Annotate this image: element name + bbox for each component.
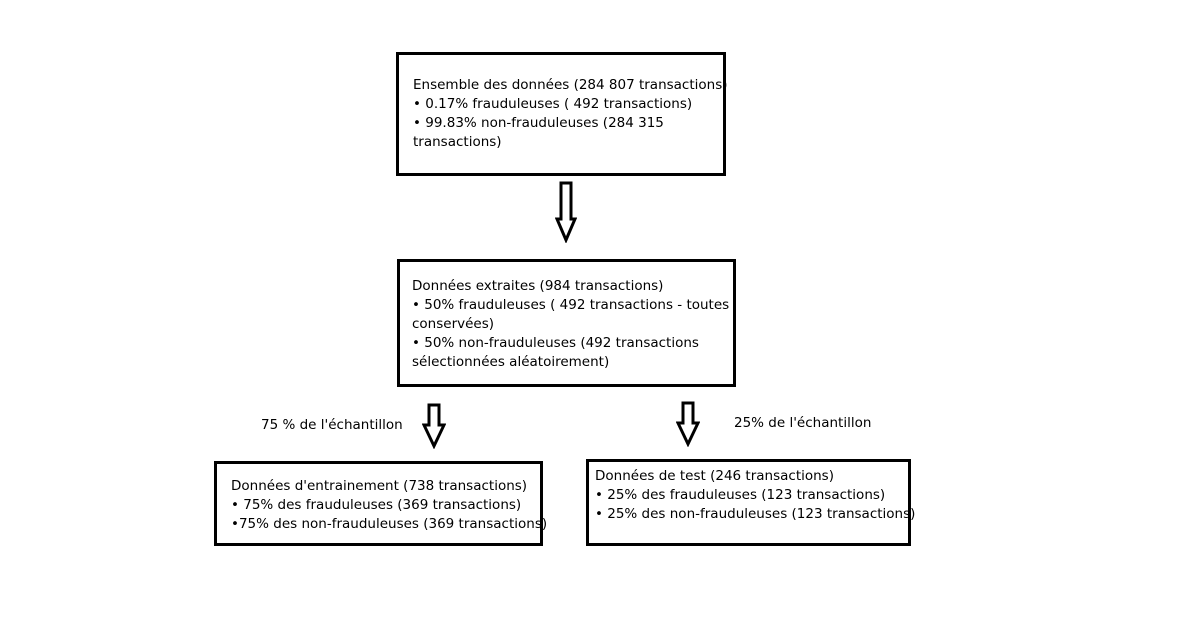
left-split-label: 75 % de l'échantillon bbox=[261, 417, 403, 433]
extracted-nonfraud-line: • 50% non-frauduleuses (492 transactions bbox=[412, 335, 699, 351]
extracted-nonfraud-line-cont: sélectionnées aléatoirement) bbox=[412, 354, 610, 370]
down-arrow-icon bbox=[422, 403, 446, 449]
extracted-box: Données extraites (984 transactions) • 5… bbox=[397, 259, 736, 387]
extracted-title: Données extraites (984 transactions) bbox=[412, 278, 664, 294]
test-nonfraud-line: • 25% des non-frauduleuses (123 transact… bbox=[595, 506, 916, 522]
down-arrow-icon bbox=[676, 401, 700, 447]
dataset-fraud-line: • 0.17% frauduleuses ( 492 transactions) bbox=[413, 96, 693, 112]
dataset-nonfraud-line-cont: transactions) bbox=[413, 134, 502, 150]
extracted-fraud-line: • 50% frauduleuses ( 492 transactions - … bbox=[412, 297, 730, 313]
training-box: Données d'entrainement (738 transactions… bbox=[214, 461, 548, 546]
down-arrow-icon bbox=[555, 181, 577, 243]
extracted-fraud-line-cont: conservées) bbox=[412, 316, 495, 332]
test-fraud-line: • 25% des frauduleuses (123 transactions… bbox=[595, 487, 886, 503]
dataset-title: Ensemble des données (284 807 transactio… bbox=[413, 77, 728, 93]
dataset-box: Ensemble des données (284 807 transactio… bbox=[396, 52, 728, 176]
right-split-label: 25% de l'échantillon bbox=[734, 415, 872, 431]
dataset-nonfraud-line: • 99.83% non-frauduleuses (284 315 bbox=[413, 115, 664, 131]
test-title: Données de test (246 transactions) bbox=[595, 468, 834, 484]
training-fraud-line: • 75% des frauduleuses (369 transactions… bbox=[231, 497, 522, 513]
training-nonfraud-line: •75% des non-frauduleuses (369 transacti… bbox=[231, 516, 548, 532]
test-box: Données de test (246 transactions) • 25%… bbox=[586, 459, 916, 546]
training-title: Données d'entrainement (738 transactions… bbox=[231, 478, 528, 494]
